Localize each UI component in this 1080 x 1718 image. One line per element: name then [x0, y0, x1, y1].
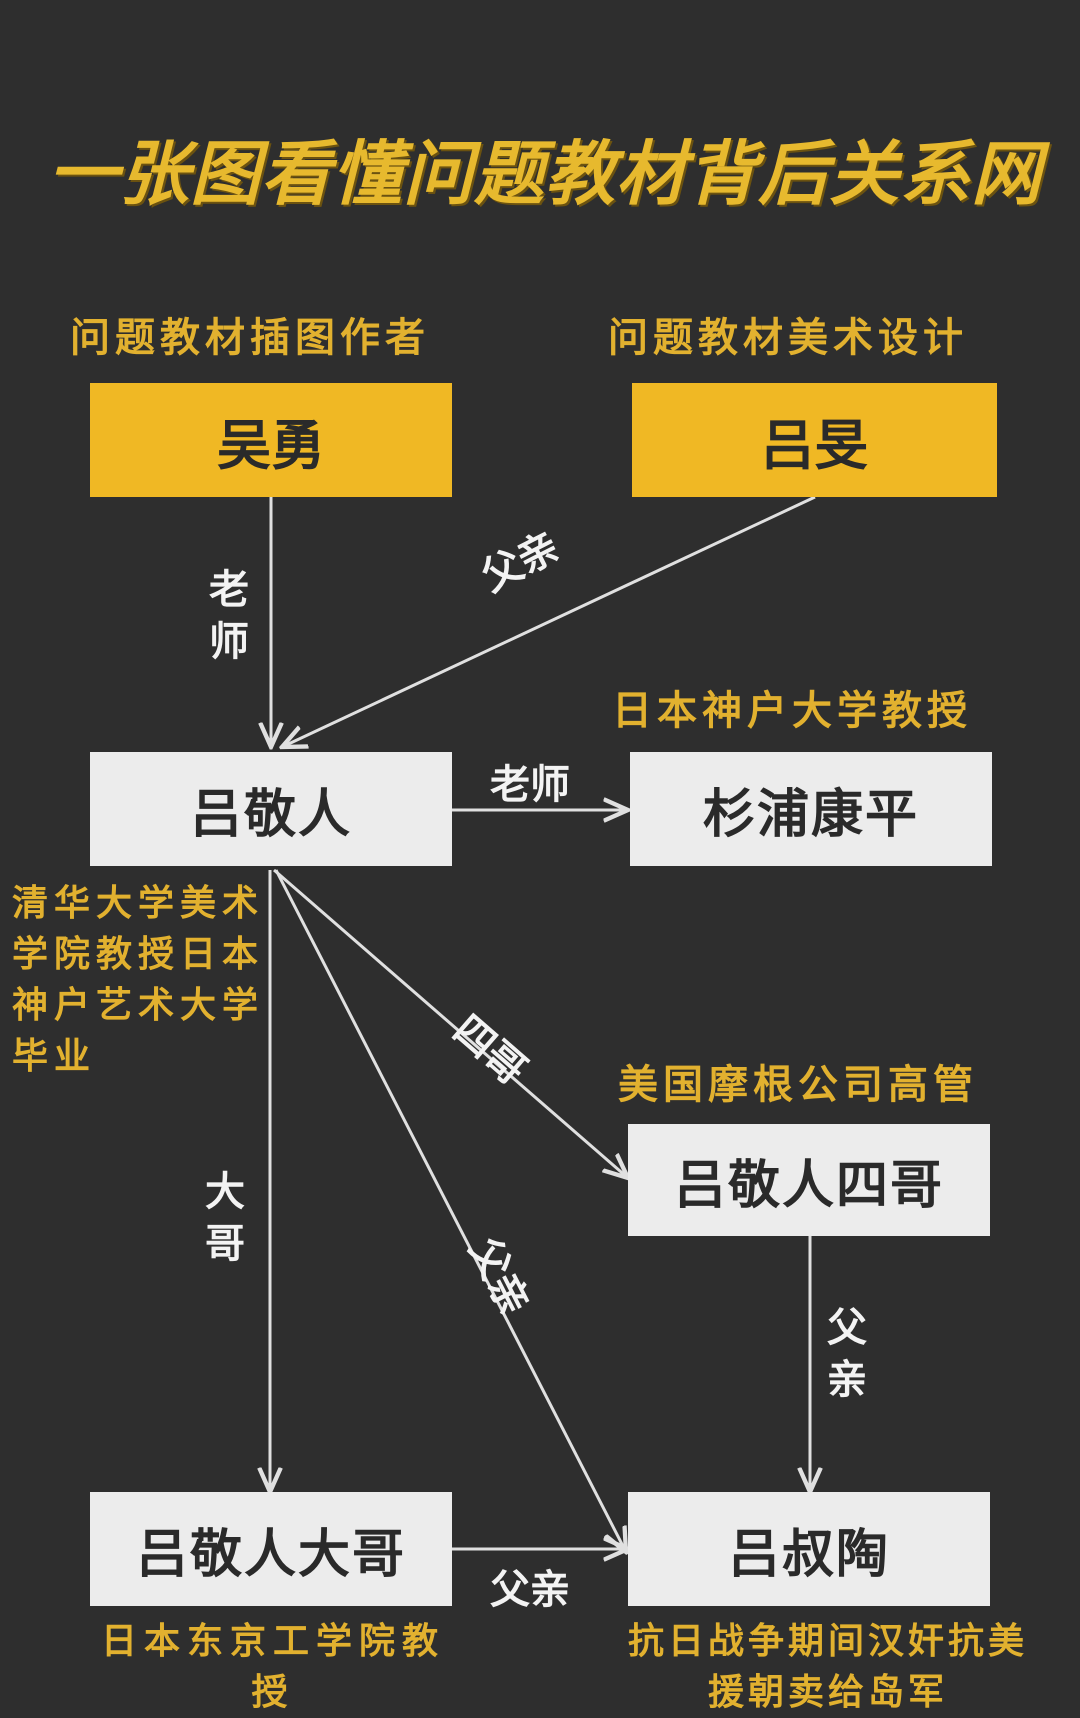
caption-lu-jingren-desc: 清华大学美术学院教授日本神户艺术大学毕业 [12, 882, 265, 1077]
edge-lu-to-fourth [273, 868, 628, 1178]
node-lu-shutao: 吕叔陶 [628, 1492, 990, 1606]
edge-lu-to-shutao [274, 869, 626, 1552]
node-lu-min: 吕旻 [632, 383, 997, 497]
caption-morgan: 美国摩根公司高管 [618, 1061, 978, 1108]
caption-tokyo: 日本东京工学院教授 [100, 1620, 445, 1713]
node-sugiura: 杉浦康平 [630, 752, 992, 866]
rel-lu-to-eldest: 大哥 [205, 1169, 245, 1267]
diagram-title: 一张图看懂问题教材背后关系网 [48, 133, 1042, 215]
node-fourth-brother: 吕敬人四哥 [628, 1124, 990, 1236]
rel-eldest-to-shutao: 父亲 [490, 1567, 570, 1613]
caption-illustrator: 问题教材插图作者 [70, 314, 430, 361]
node-eldest-brother: 吕敬人大哥 [90, 1492, 452, 1606]
caption-art-design: 问题教材美术设计 [608, 314, 968, 361]
node-wu-yong: 吴勇 [90, 383, 452, 497]
rel-lu-to-sugiura: 老师 [490, 762, 570, 808]
caption-kobe-professor: 日本神户大学教授 [612, 687, 972, 734]
rel-fourth-to-shutao: 父亲 [827, 1305, 867, 1403]
rel-wu-to-lu: 老师 [209, 567, 249, 665]
caption-traitor: 抗日战争期间汉奸抗美援朝卖给岛军 [628, 1620, 1029, 1713]
edge-lumin-to-lu [282, 495, 816, 747]
node-lu-jingren: 吕敬人 [90, 752, 452, 866]
